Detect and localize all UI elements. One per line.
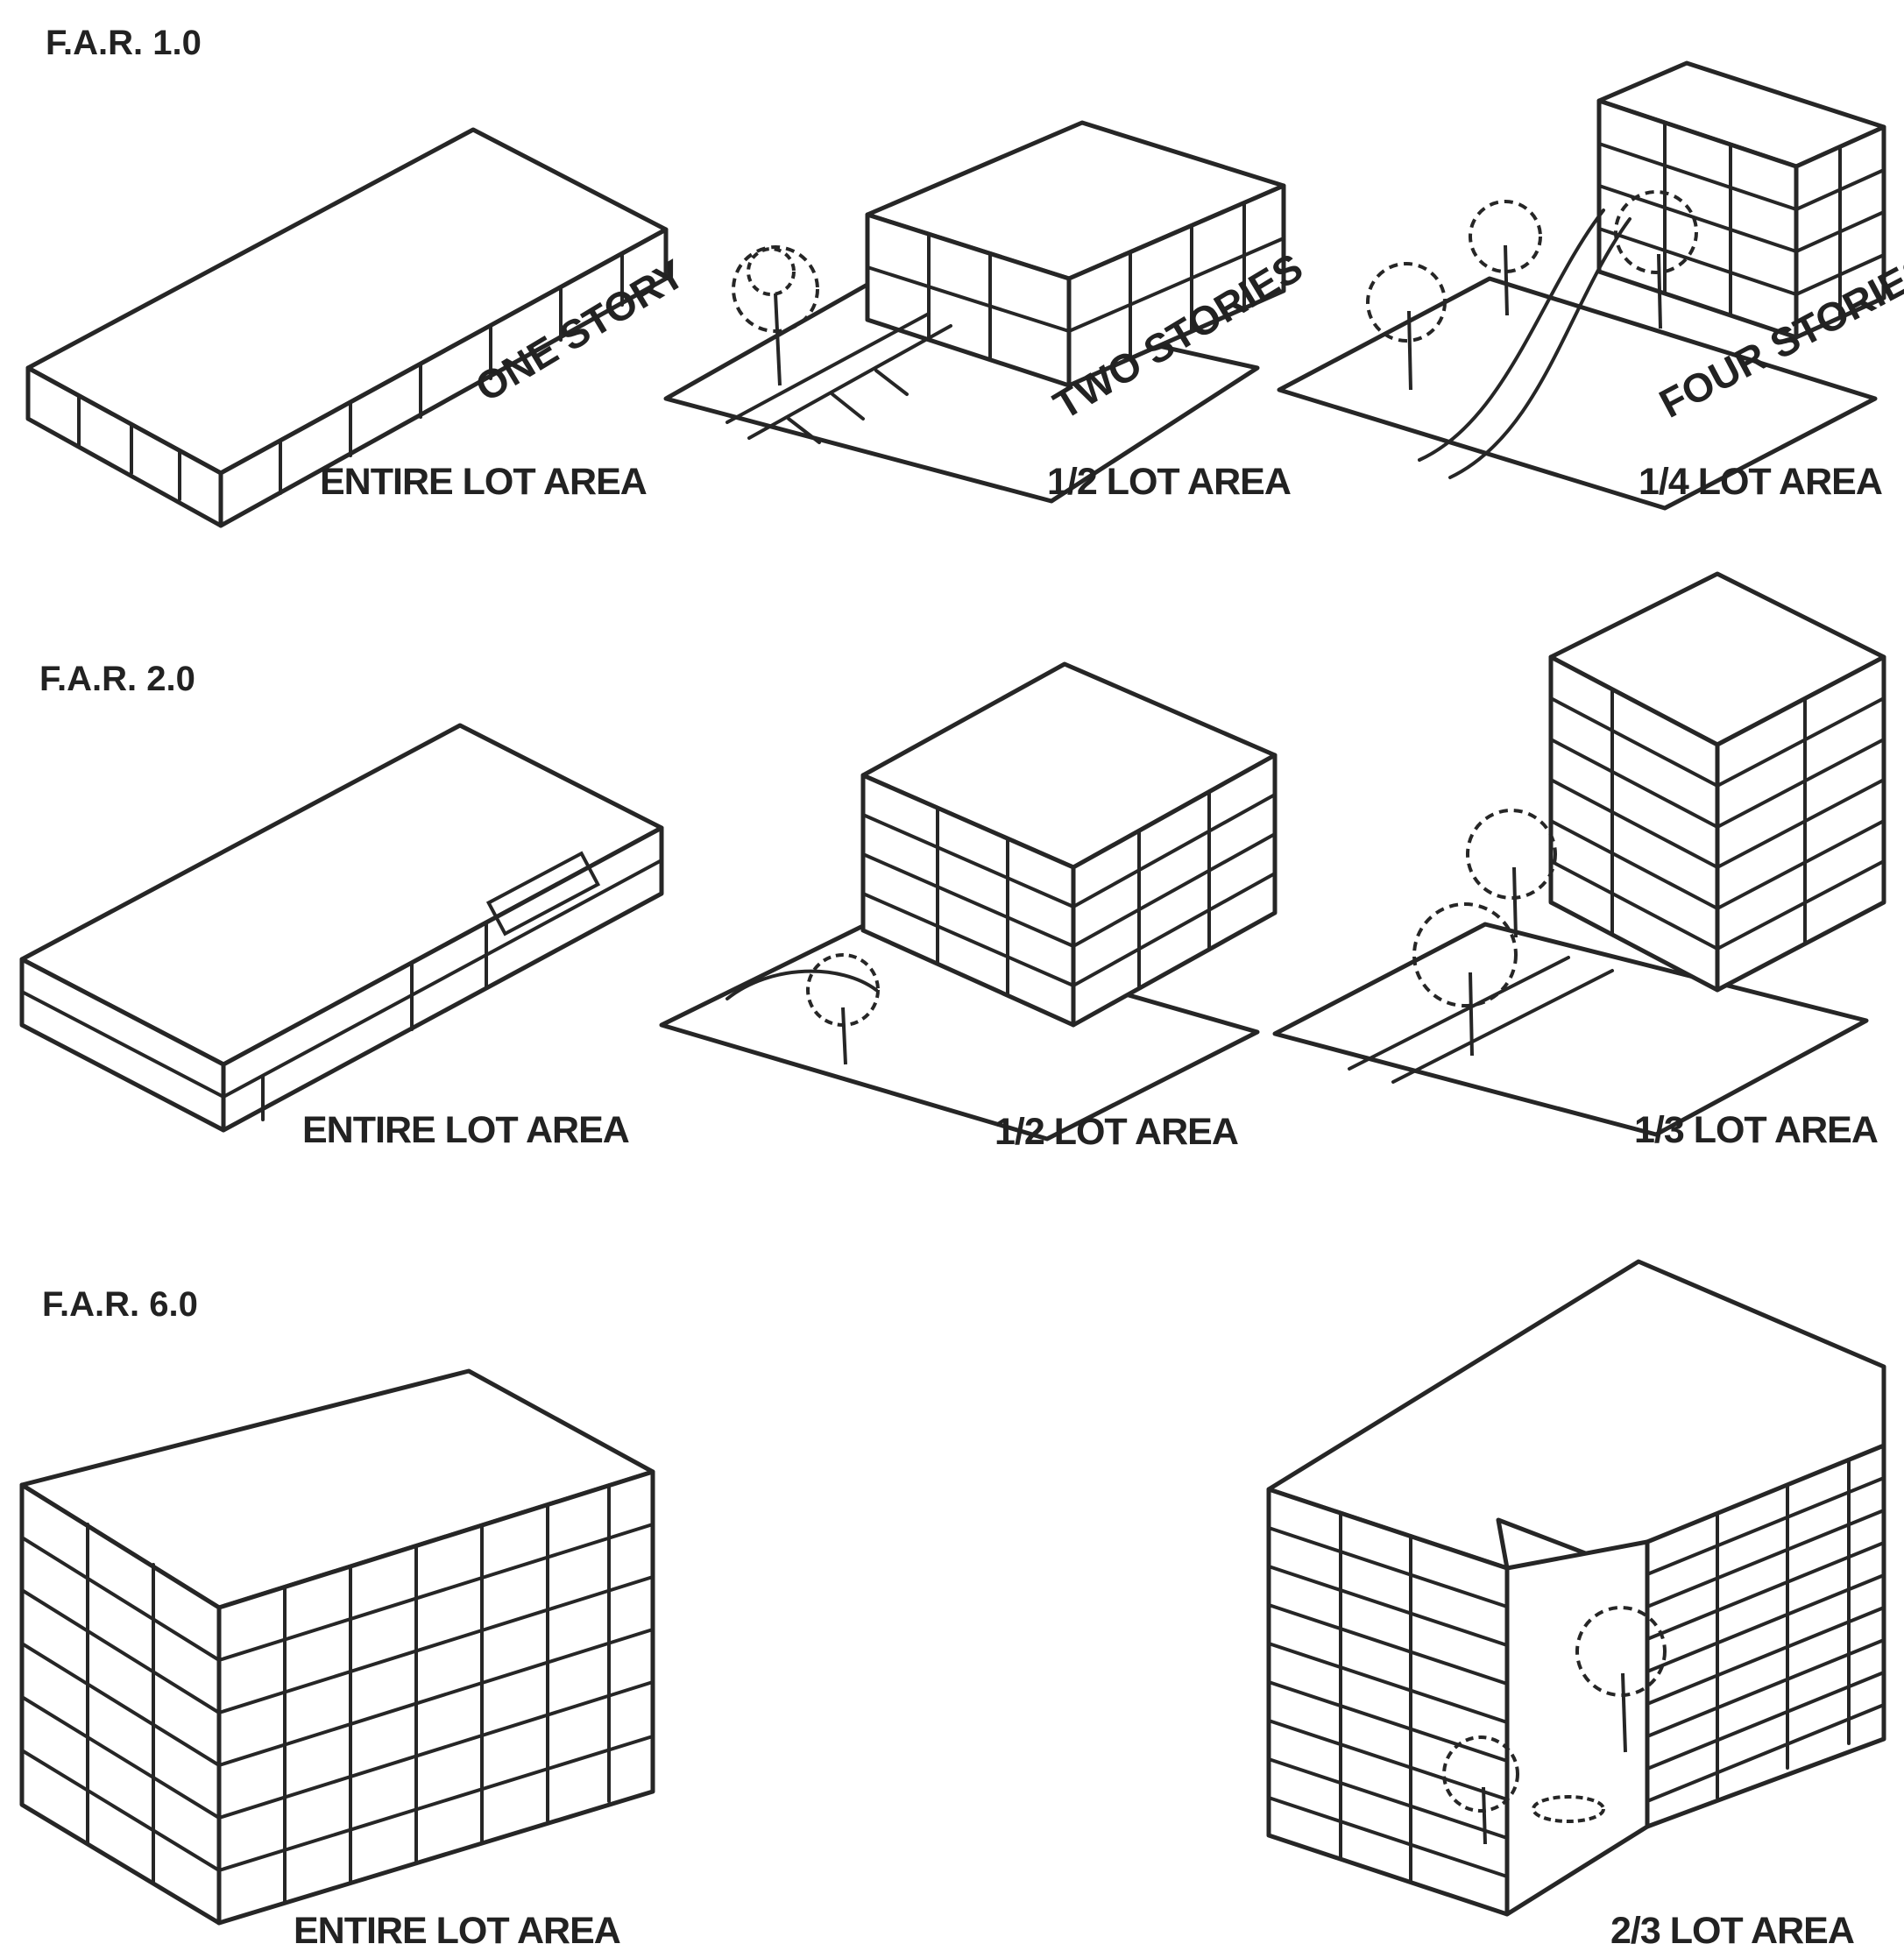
section-label-far-1: F.A.R. 1.0 [46, 24, 202, 62]
building-four-stories-quarter-lot [1277, 60, 1886, 511]
caption-far2-entire-lot: ENTIRE LOT AREA [302, 1109, 629, 1151]
building-one-story-entire-lot [25, 127, 669, 528]
section-label-far-6: F.A.R. 6.0 [42, 1285, 198, 1324]
building-two-stories-half-lot [663, 120, 1286, 504]
building-two-stories-entire-lot [19, 723, 664, 1133]
tree-icon [1442, 1606, 1667, 1845]
caption-far1-quarter-lot: 1/4 LOT AREA [1639, 461, 1882, 503]
caption-far1-half-lot: 1/2 LOT AREA [1047, 461, 1291, 503]
caption-far2-half-lot: 1/2 LOT AREA [994, 1111, 1238, 1153]
tree-icon [806, 953, 880, 1065]
caption-far6-two-thirds-lot: 2/3 LOT AREA [1610, 1910, 1854, 1952]
caption-far2-third-lot: 1/3 LOT AREA [1634, 1109, 1878, 1151]
tree-icon [1366, 190, 1698, 391]
building-nine-stories-two-thirds-lot [1266, 1259, 1886, 1917]
caption-far6-entire-lot: ENTIRE LOT AREA [294, 1910, 620, 1952]
caption-far1-entire-lot: ENTIRE LOT AREA [320, 461, 647, 503]
building-six-stories-third-lot [1272, 571, 1886, 1137]
tree-icon [732, 245, 819, 386]
tree-icon [1412, 809, 1557, 1057]
building-six-stories-entire-lot [19, 1368, 655, 1926]
section-label-far-2: F.A.R. 2.0 [39, 660, 195, 698]
building-four-stories-half-lot [659, 661, 1278, 1142]
